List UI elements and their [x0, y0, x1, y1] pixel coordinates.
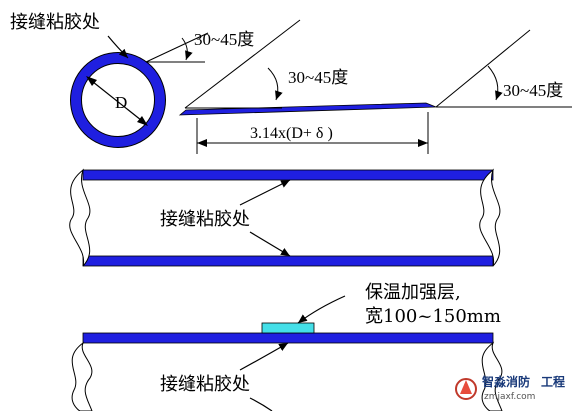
angle-label-2: 30~45度 [288, 68, 348, 87]
leader-seam-mid-up [239, 179, 291, 206]
leader-reinforce [297, 295, 346, 324]
diameter-arrow-start [86, 76, 97, 86]
insulation-ring [70, 52, 166, 148]
leader-seam-mid-down [249, 231, 291, 257]
pipe-side-view-1: 接缝粘胶处 [69, 168, 501, 267]
insulation-band-bottom-1 [82, 255, 494, 267]
watermark-suffix: 工程 [541, 374, 565, 389]
ring-inner-edge [81, 63, 155, 137]
break-curve-left-2 [71, 341, 93, 411]
ring-outer-edge [70, 52, 166, 148]
diameter-label: D [115, 93, 127, 112]
diameter-line [87, 77, 147, 125]
angle-annotation-1: 30~45度 [145, 30, 254, 63]
flat-insulation-strip [178, 102, 437, 116]
leader-seam-bottom-down [249, 397, 273, 411]
insulation-band-top-1 [82, 169, 494, 181]
pipe-side-view-2: 保温加强层, 宽100~150mm 接缝粘胶处 [71, 282, 503, 411]
break-curve-left-1 [69, 168, 91, 267]
angle-annotation-3: 30~45度 [435, 29, 572, 108]
break-curve-right-1 [479, 168, 501, 267]
pipe-cross-section: D [70, 52, 166, 148]
watermark-name: 智淼消防 [481, 374, 530, 389]
seam-glue-label-bottom: 接缝粘胶处 [160, 374, 250, 395]
insulation-band-top-2 [82, 332, 494, 344]
leader-seam-top [107, 35, 129, 59]
reinforcement-layer [261, 322, 315, 334]
leader-seam-bottom-up [239, 342, 289, 371]
break-curve-right-2 [481, 341, 503, 411]
length-formula-label: 3.14x(D+ δ ) [250, 125, 333, 142]
angle-annotation-2: 30~45度 [184, 19, 348, 109]
watermark-logo-icon [455, 378, 477, 400]
seam-glue-label-top: 接缝粘胶处 [10, 12, 100, 33]
diameter-arrow-end [137, 116, 148, 126]
watermark-url: zmjaxf.com [484, 392, 535, 402]
reinforce-label-line1: 保温加强层, [365, 282, 461, 303]
angle-label-1: 30~45度 [194, 30, 254, 49]
seam-glue-label-mid: 接缝粘胶处 [160, 209, 250, 230]
angle-label-3: 30~45度 [503, 81, 563, 100]
length-dimension: 3.14x(D+ δ ) [196, 112, 429, 154]
reinforce-label-line2: 宽100~150mm [365, 306, 501, 327]
watermark: 智淼消防 工程 zmjaxf.com [455, 374, 565, 402]
